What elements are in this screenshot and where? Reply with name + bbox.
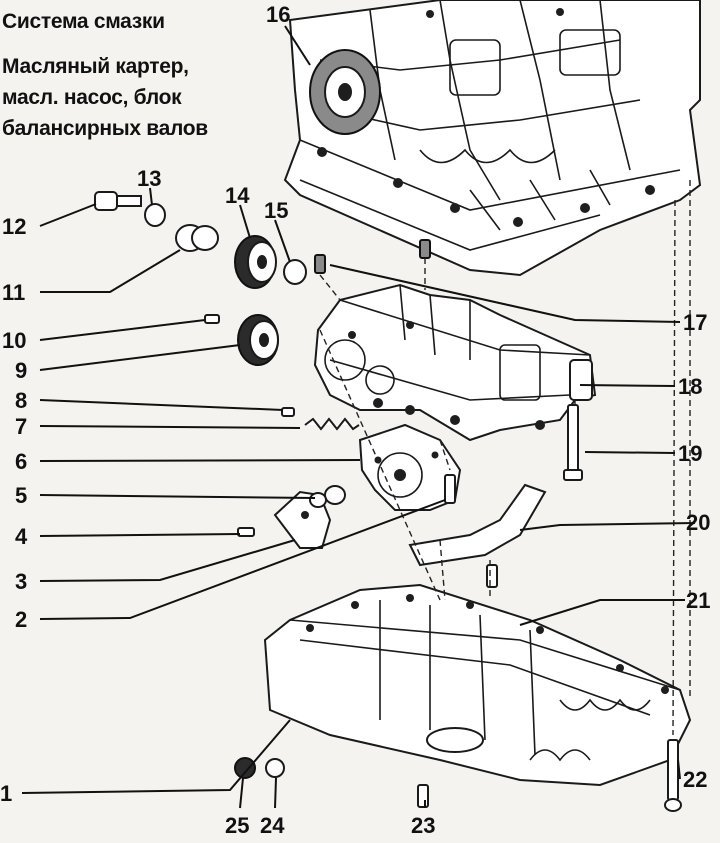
callout-5: 5 — [15, 483, 27, 508]
seal-ring-24 — [265, 758, 285, 778]
callout-7: 7 — [15, 414, 27, 439]
seal-15 — [283, 259, 307, 285]
pin-8 — [281, 407, 295, 417]
callout-15: 15 — [264, 198, 288, 223]
callout-19: 19 — [678, 441, 702, 466]
callout-3: 3 — [15, 569, 27, 594]
oil-pump — [358, 423, 462, 511]
drain-plug-25 — [234, 757, 256, 779]
washer-13 — [144, 203, 166, 227]
callout-14: 14 — [225, 183, 250, 208]
callout-18: 18 — [678, 374, 702, 399]
dowel-17a — [314, 254, 326, 274]
assembly-guides — [319, 180, 691, 736]
diagram-title: Система смазки Масляный картер, масл. на… — [2, 6, 267, 144]
callout-2: 2 — [15, 607, 27, 632]
callout-23: 23 — [411, 813, 435, 838]
spring-7 — [304, 417, 360, 431]
bolt-2 — [444, 474, 456, 504]
callout-13: 13 — [137, 166, 161, 191]
callout-20: 20 — [686, 510, 710, 535]
callout-10: 10 — [2, 328, 26, 353]
callout-1: 1 — [0, 781, 12, 806]
callout-22: 22 — [683, 767, 707, 792]
dowel-17b — [419, 239, 431, 259]
o-ring-5 — [324, 485, 346, 505]
bolt-22 — [664, 739, 682, 812]
gear-14 — [234, 235, 277, 289]
engine-block — [283, 0, 702, 277]
bolt-4 — [237, 527, 255, 537]
callout-6: 6 — [15, 449, 27, 474]
callout-labels: 1 2 3 4 5 6 7 8 9 10 11 12 13 14 15 16 1… — [0, 2, 710, 838]
bolt-23 — [417, 784, 429, 808]
callout-25: 25 — [225, 813, 249, 838]
title-line-1: Система смазки — [2, 10, 165, 33]
callout-24: 24 — [260, 813, 285, 838]
gear-9 — [237, 314, 279, 366]
title-line-3: масл. насос, блок — [2, 86, 182, 109]
callout-21: 21 — [686, 588, 710, 613]
bolt-20b — [486, 564, 498, 588]
bolt-10 — [204, 314, 220, 324]
callout-12: 12 — [2, 214, 26, 239]
leader-lines — [21, 25, 696, 809]
bolt-12 — [94, 191, 142, 211]
title-line-4: балансирных валов — [2, 117, 208, 140]
balancer-shaft-block — [313, 283, 597, 442]
bushing-11 — [175, 224, 219, 252]
o-ring-5b — [309, 492, 327, 508]
bolt-19 — [563, 404, 583, 481]
callout-8: 8 — [15, 388, 27, 413]
title-line-2: Масляный картер, — [2, 55, 189, 78]
oil-pan — [263, 583, 692, 787]
callout-16: 16 — [266, 2, 290, 27]
callout-17: 17 — [683, 310, 707, 335]
callout-9: 9 — [15, 358, 27, 383]
callout-11: 11 — [2, 280, 25, 305]
callout-4: 4 — [15, 524, 28, 549]
